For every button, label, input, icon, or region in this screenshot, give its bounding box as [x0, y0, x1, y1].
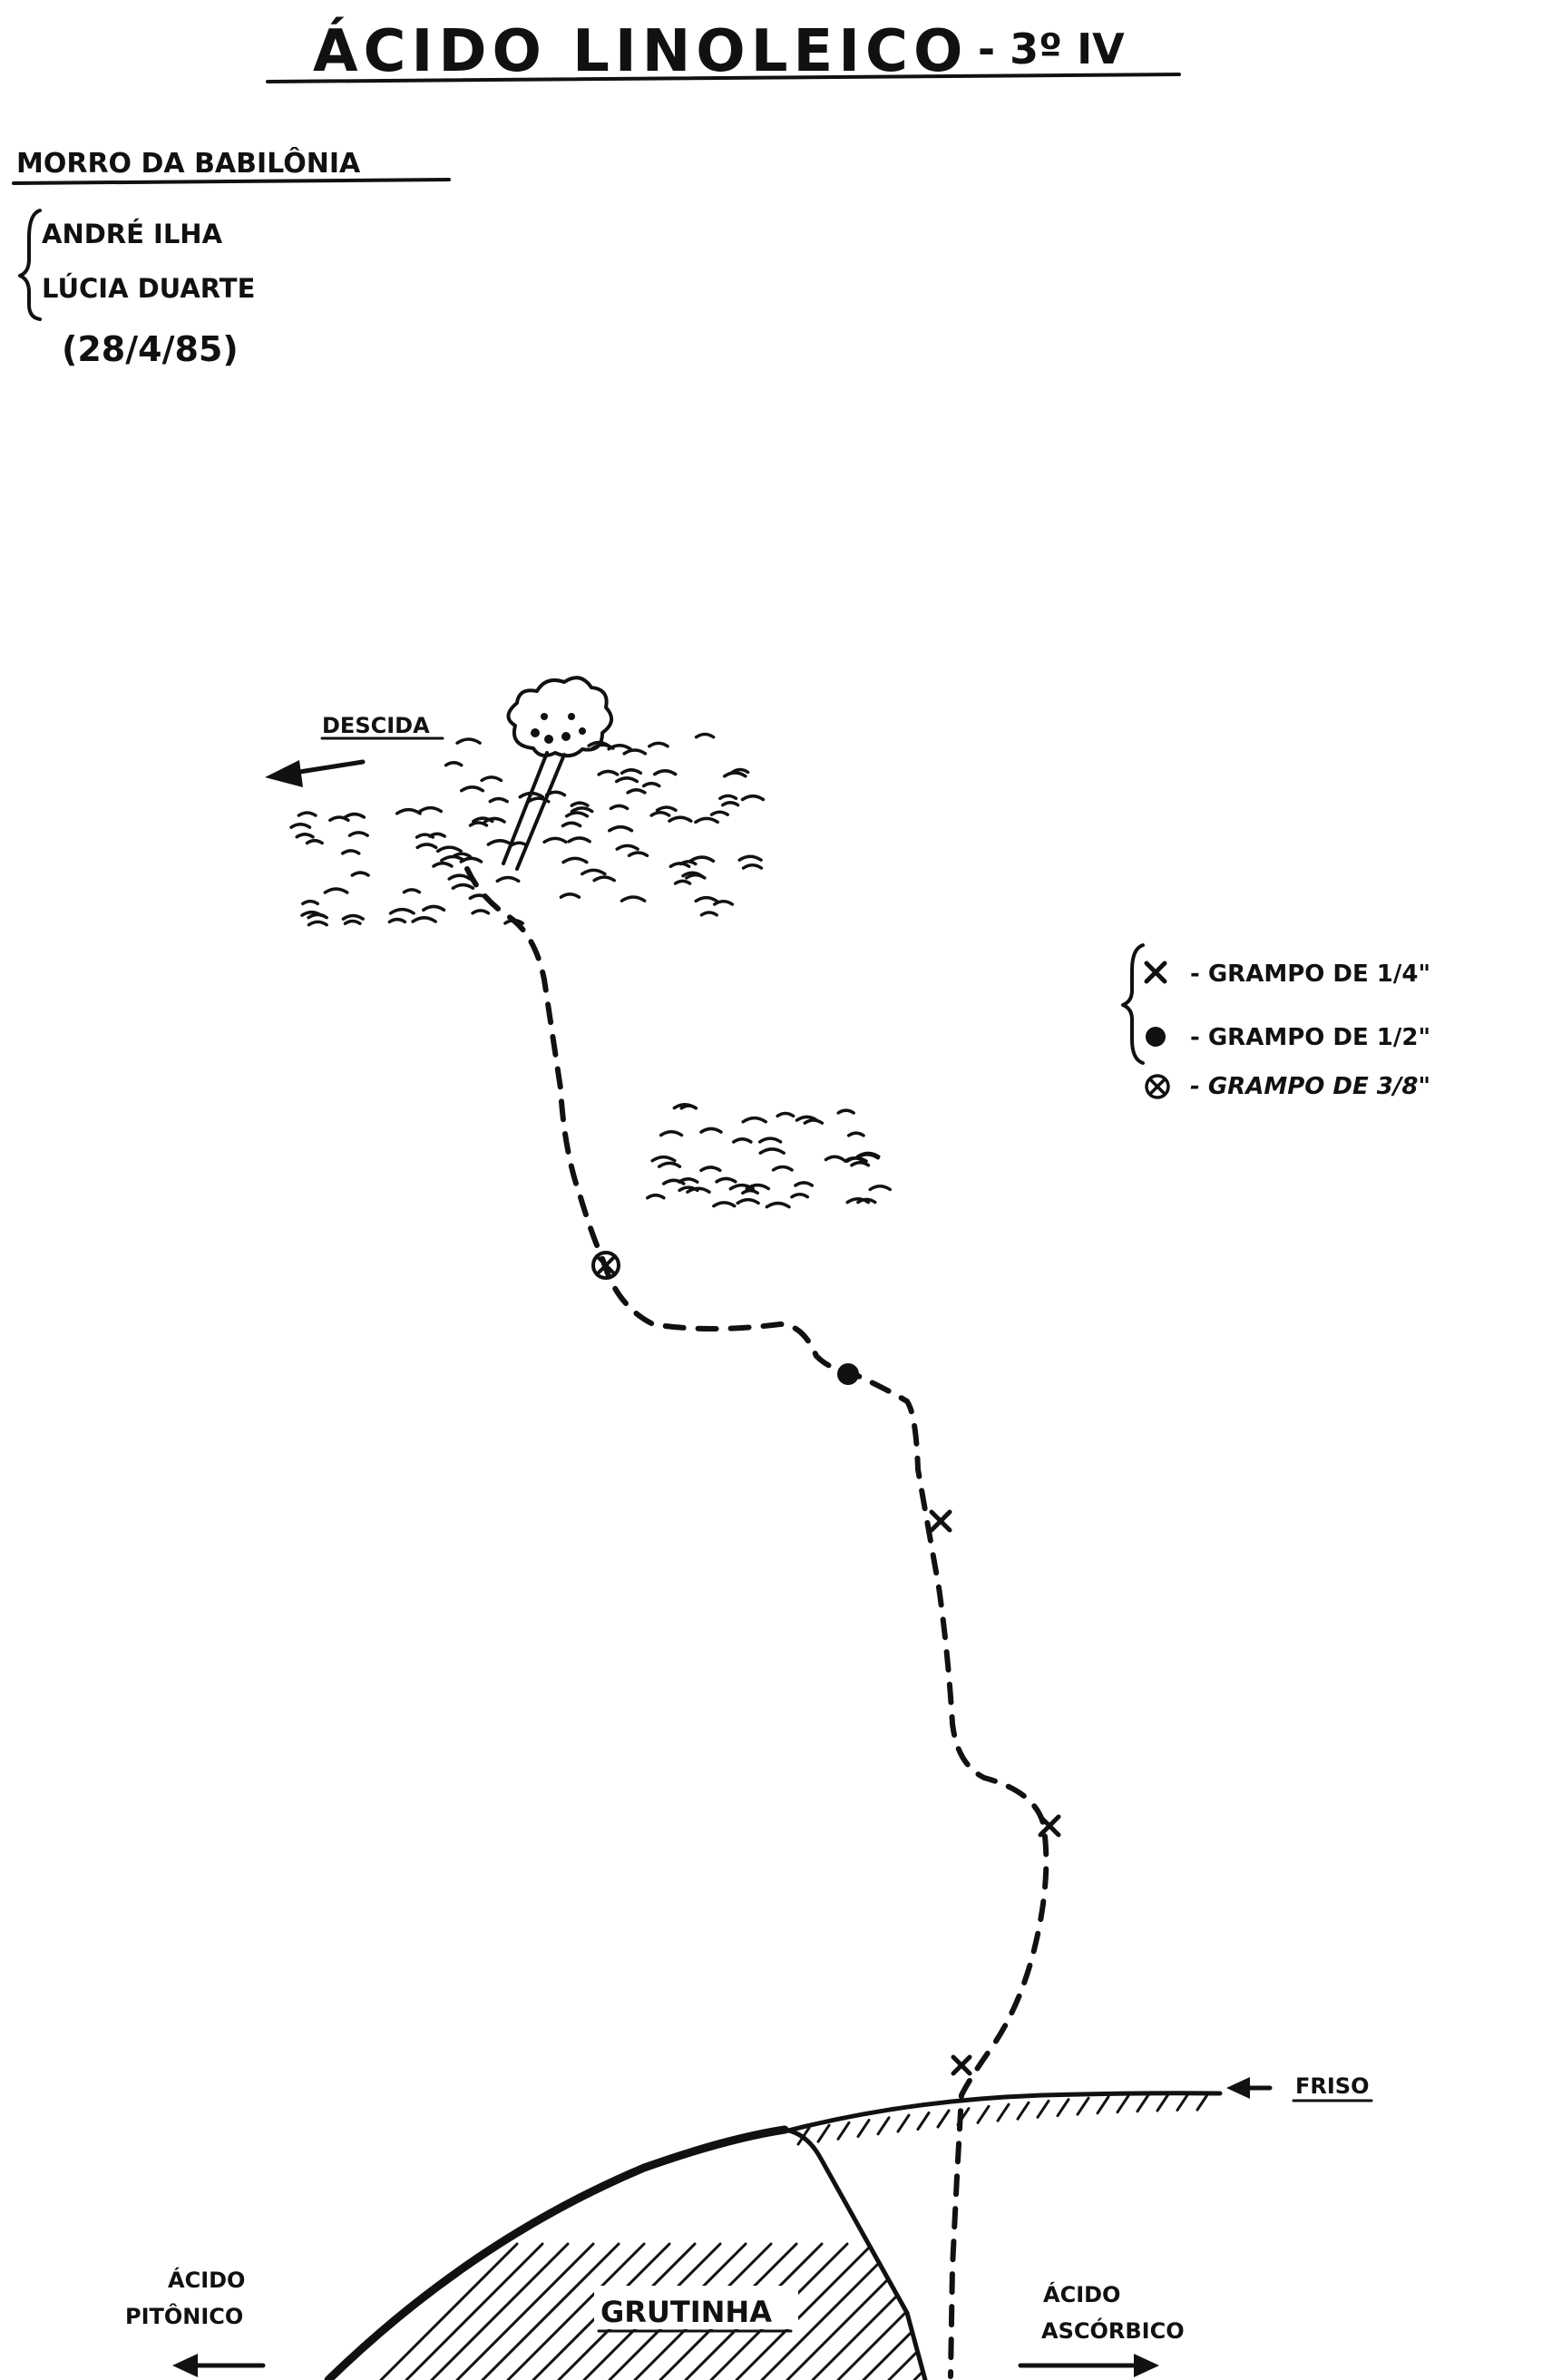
location-name: MORRO DA BABILÔNIA: [16, 146, 361, 180]
buttress-outline: [324, 2125, 789, 2380]
left-arrow-icon: [172, 2354, 266, 2377]
ledge-line: [782, 2091, 1223, 2134]
route-title: ÁCIDO LINOLEICO: [313, 16, 968, 85]
authors-brace: [18, 209, 42, 321]
author-1: ANDRÉ ILHA: [42, 219, 223, 249]
vegetation-upper: [289, 732, 766, 927]
bolt-1-2-icon: [837, 1363, 859, 1385]
legend-entry-1-2: - GRAMPO DE 1/2": [1190, 1024, 1430, 1051]
bolt-1-4-icon: [929, 1509, 952, 1533]
vegetation-middle: [646, 1102, 893, 1209]
bolt-1-4-icon: [1038, 1814, 1061, 1838]
ledge-arrow-icon: [1226, 2077, 1273, 2099]
buttress-edge: [782, 2127, 928, 2380]
tree-icon: [502, 676, 613, 871]
left-route-name-2: PITÔNICO: [125, 2302, 243, 2329]
legend-entry-3-8: - GRAMPO DE 3/8": [1190, 1073, 1430, 1100]
right-route-name-1: ÁCIDO: [1043, 2281, 1120, 2307]
cave-label: GRUTINHA: [600, 2295, 772, 2329]
legend-brace: [1121, 943, 1145, 1065]
left-route-name-1: ÁCIDO: [168, 2267, 245, 2293]
route-grade: - 3º IV: [978, 24, 1125, 73]
bolt-1-4-icon: [951, 2054, 972, 2076]
right-arrow-icon: [1018, 2354, 1159, 2377]
route-date: (28/4/85): [62, 329, 239, 369]
descent-arrow-icon: [265, 759, 366, 787]
title-underline: [266, 73, 1181, 83]
ledge-label: FRISO: [1295, 2073, 1370, 2099]
ledge-hatching: [796, 2092, 1210, 2146]
legend-dot-icon: [1146, 1027, 1166, 1047]
right-route-name-2: ASCÓRBICO: [1041, 2317, 1185, 2344]
legend-circled-cross-icon: [1145, 1074, 1170, 1099]
location-underline: [12, 178, 451, 185]
author-2: LÚCIA DUARTE: [42, 273, 255, 304]
legend-entry-1-4: - GRAMPO DE 1/4": [1190, 961, 1430, 988]
bolt-3-8-icon: [591, 1251, 620, 1280]
legend-cross-icon: [1144, 961, 1167, 984]
route-line: [464, 866, 1049, 2379]
descent-label: DESCIDA: [322, 713, 430, 738]
